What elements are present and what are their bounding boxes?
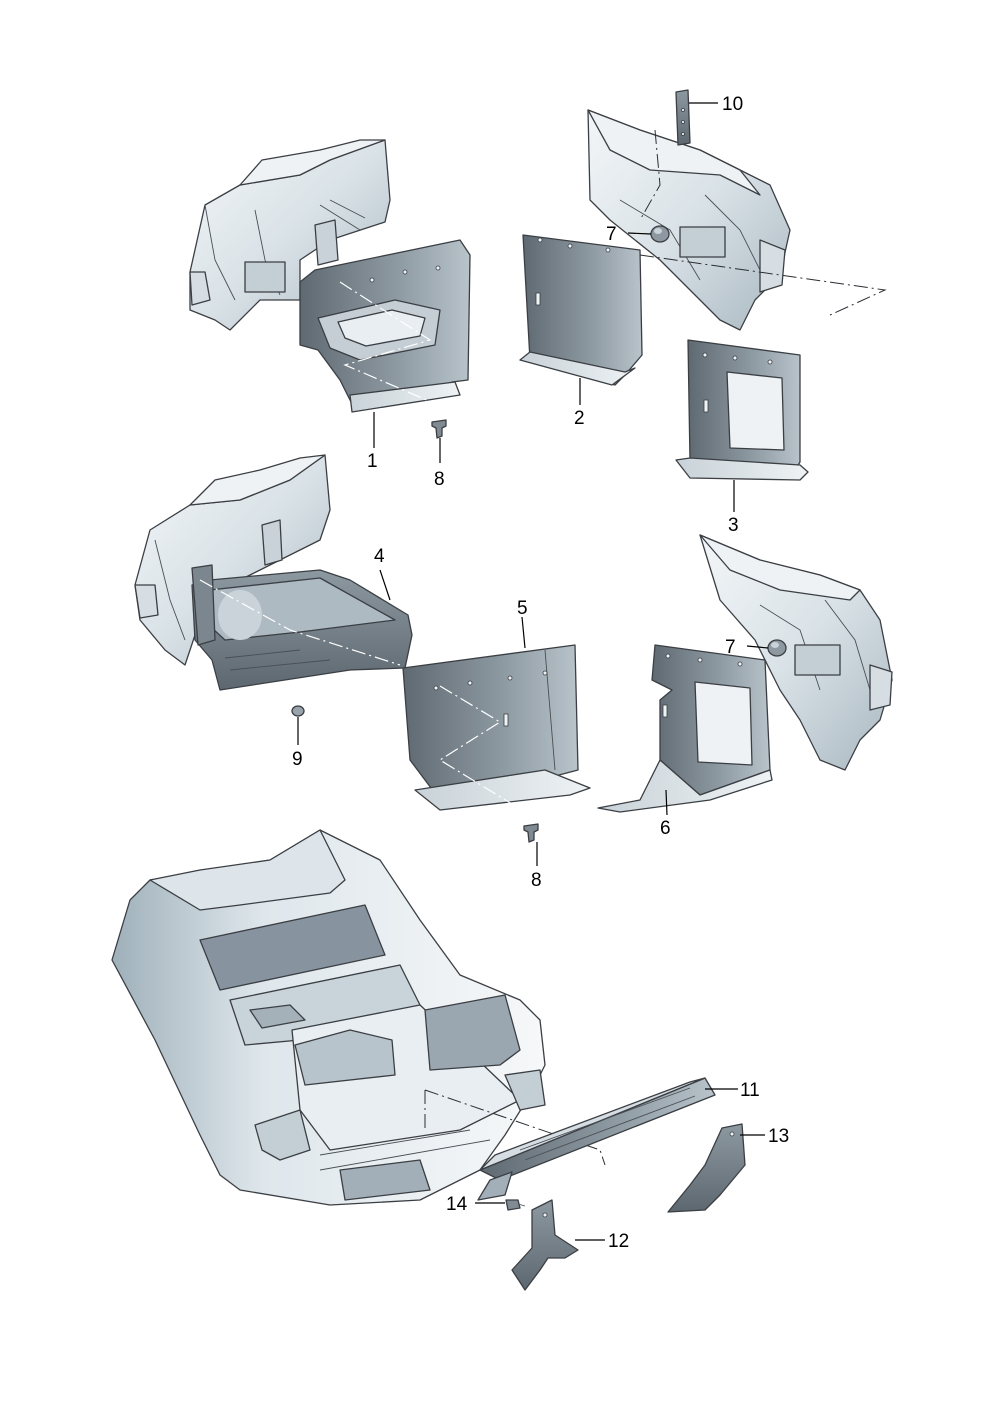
part-10-trim-strip (675, 89, 691, 146)
callout-5: 5 (517, 598, 528, 619)
part-2-trunk-lining-panel (519, 234, 643, 386)
callout-7-upper: 7 (606, 224, 617, 245)
part-1-trunk-lining-left (299, 239, 471, 413)
callout-9: 9 (292, 749, 303, 770)
callout-6: 6 (660, 818, 671, 839)
trunk-context-top-right (587, 109, 791, 331)
part-5-trunk-lining-panel-left (402, 644, 591, 813)
callout-2: 2 (574, 408, 585, 429)
callout-14: 14 (446, 1194, 468, 1215)
part-8-screw-upper (431, 419, 447, 439)
part-7-clip-lower (767, 639, 787, 657)
part-3-trunk-lining-right (675, 339, 809, 481)
callout-7-lower: 7 (725, 637, 736, 658)
callout-3: 3 (728, 515, 739, 536)
part-11-loading-sill-trim (477, 1077, 716, 1201)
callout-4: 4 (374, 546, 385, 567)
part-12-bracket-left (511, 1199, 579, 1291)
callout-8-lower: 8 (531, 870, 542, 891)
callout-12: 12 (608, 1231, 629, 1252)
callout-8-upper: 8 (434, 469, 445, 490)
leader-lines (297, 102, 769, 1241)
callout-labels: 1 2 3 4 5 6 7 7 8 8 9 10 11 12 13 14 (292, 94, 789, 1252)
part-6-trunk-lining-right-lower (597, 644, 773, 813)
trunk-context-mid-right (699, 534, 893, 771)
trunk-context-top-left (189, 139, 391, 331)
part-14-screw (505, 1199, 526, 1211)
callout-1: 1 (367, 451, 378, 472)
trunk-context-mid-left (134, 454, 331, 666)
callout-13: 13 (768, 1126, 789, 1147)
part-7-clip-upper (650, 225, 670, 243)
callout-11: 11 (740, 1080, 760, 1101)
part-8-screw-lower (523, 823, 539, 843)
car-rear-trunk-open (111, 829, 606, 1206)
callout-10: 10 (722, 94, 743, 115)
part-4-spare-wheel-tray (191, 564, 413, 691)
part-13-bracket-right (667, 1123, 746, 1213)
part-9-nut (291, 705, 305, 717)
